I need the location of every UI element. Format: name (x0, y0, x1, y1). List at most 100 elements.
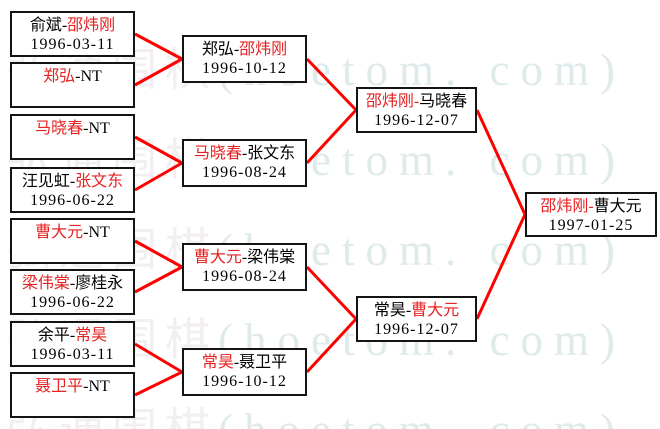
vs-dash: - (405, 302, 412, 319)
connector-line (134, 342, 183, 374)
match-players: 聂卫平-NT (12, 377, 133, 396)
player2-name: NT (88, 120, 110, 137)
connector-line (134, 239, 183, 269)
match-date: 1996-10-12 (202, 60, 287, 77)
match-players: 常昊-聂卫平 (184, 353, 305, 372)
match-date: 1996-10-12 (202, 373, 287, 390)
match-players: 马晓春-张文东 (184, 144, 305, 163)
connector-line (134, 161, 183, 192)
match-players: 郑弘-NT (12, 67, 133, 86)
match-players: 邵炜刚-曹大元 (527, 197, 655, 216)
player2-name: 张文东 (75, 173, 124, 190)
match-players: 马晓春-NT (12, 119, 133, 138)
match-players: 余平-常昊 (12, 326, 133, 345)
match-box-round1-2: 郑弘-NT (10, 62, 135, 108)
connector-line (305, 108, 358, 165)
player1-name: 常昊 (201, 354, 234, 371)
vs-dash: - (588, 198, 594, 215)
player1-name: 郑弘 (201, 41, 234, 58)
match-date: 1997-01-25 (548, 217, 634, 234)
match-date: 1996-12-07 (374, 112, 459, 129)
connector-line (475, 213, 527, 320)
match-players: 汪见虹-张文东 (12, 172, 133, 191)
player1-name: 马晓春 (35, 120, 84, 137)
connector-line (305, 265, 358, 321)
match-box-round1-5: 曹大元-NT (10, 218, 135, 264)
player1-name: 邵炜刚 (540, 198, 589, 215)
match-date: 1996-06-22 (30, 294, 115, 311)
match-date: 1996-06-22 (30, 192, 115, 209)
watermark-text-latin: (hoetom. com) (218, 405, 626, 429)
match-players: 邵炜刚-马晓春 (358, 92, 475, 111)
player2-name: NT (88, 224, 110, 241)
player2-name: 聂卫平 (239, 354, 288, 371)
player2-name: 张文东 (247, 145, 296, 162)
player1-name: 梁伟棠 (21, 275, 70, 292)
match-players: 常昊-曹大元 (358, 301, 475, 320)
match-date: 1996-08-24 (202, 268, 287, 285)
vs-dash: - (69, 173, 76, 190)
match-date: 1996-03-11 (30, 346, 115, 363)
player1-name: 邵炜刚 (365, 93, 414, 110)
vs-dash: - (83, 120, 89, 137)
vs-dash: - (233, 41, 240, 58)
vs-dash: - (241, 145, 248, 162)
player2-name: 马晓春 (419, 93, 468, 110)
match-box-round1-3: 马晓春-NT (10, 114, 135, 160)
connector-line (134, 370, 183, 397)
match-date: 1996-03-11 (30, 36, 115, 53)
player2-name: 廖桂永 (75, 275, 124, 292)
player2-name: NT (88, 378, 110, 395)
player1-name: 曹大元 (193, 249, 242, 266)
player2-name: 常昊 (75, 327, 108, 344)
player1-name: 曹大元 (35, 224, 84, 241)
connector-line (134, 135, 183, 165)
connector-line (305, 317, 358, 374)
vs-dash: - (241, 249, 248, 266)
vs-dash: - (83, 224, 89, 241)
player2-name: NT (80, 68, 102, 85)
player1-name: 常昊 (373, 302, 406, 319)
vs-dash: - (233, 354, 240, 371)
match-date: 1996-08-24 (202, 164, 287, 181)
vs-dash: - (75, 68, 81, 85)
player2-name: 曹大元 (593, 198, 642, 215)
vs-dash: - (69, 275, 76, 292)
vs-dash: - (413, 93, 420, 110)
player1-name: 汪见虹 (21, 173, 70, 190)
player2-name: 邵炜刚 (67, 17, 116, 34)
player1-name: 郑弘 (43, 68, 76, 85)
player2-name: 曹大元 (411, 302, 460, 319)
match-box-round1-8: 聂卫平-NT (10, 372, 135, 418)
connector-line (134, 57, 183, 87)
player2-name: 梁伟棠 (247, 249, 296, 266)
match-date: 1996-12-07 (374, 321, 459, 338)
player1-name: 余平 (37, 327, 70, 344)
match-players: 曹大元-NT (12, 223, 133, 242)
match-players: 曹大元-梁伟棠 (184, 248, 305, 267)
player2-name: 邵炜刚 (239, 41, 288, 58)
match-players: 梁伟棠-廖桂永 (12, 274, 133, 293)
connector-line (305, 57, 358, 112)
player1-name: 马晓春 (193, 145, 242, 162)
connector-line (475, 109, 527, 216)
connector-line (134, 265, 183, 294)
match-players: 俞斌-邵炜刚 (12, 16, 133, 35)
vs-dash: - (69, 327, 76, 344)
player1-name: 俞斌 (29, 17, 62, 34)
match-players: 郑弘-邵炜刚 (184, 40, 305, 59)
